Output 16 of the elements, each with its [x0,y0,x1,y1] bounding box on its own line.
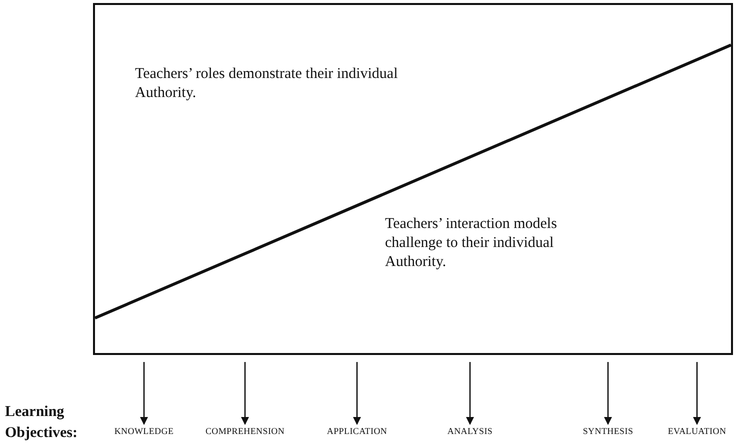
objective-label: COMPREHENSION [205,426,285,436]
axis-title: Learning Objectives: [5,403,78,443]
objective-label: SYNTHESIS [582,426,634,436]
objective-label: ANALYSIS [447,426,493,436]
arrow [241,362,249,425]
objective-label: EVALUATION [668,426,726,436]
arrow [353,362,361,425]
arrow [693,362,701,425]
statement-text: Teachers’ roles demonstrate their individual Authority. [135,65,399,103]
arrow [466,362,474,425]
diagram-frame [93,3,733,355]
statement-text: Teachers’ interaction models challenge to their individual Authority. [385,215,558,272]
arrow [604,362,612,425]
objective-label: APPLICATION [326,426,388,436]
objective-label: KNOWLEDGE [114,426,174,436]
arrow [140,362,148,425]
